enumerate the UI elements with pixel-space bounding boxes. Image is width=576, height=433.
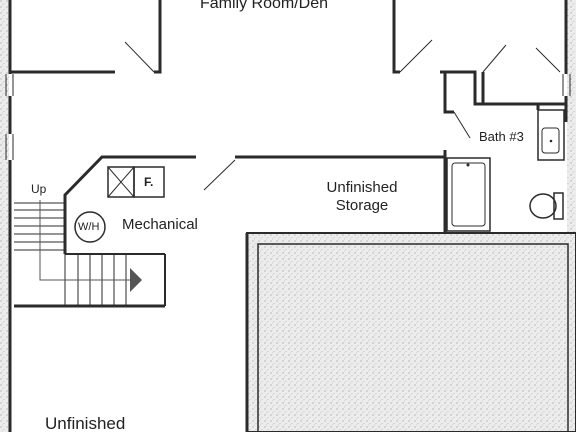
toilet-tank bbox=[553, 192, 564, 220]
room-label-unfinished: Unfinished bbox=[45, 414, 126, 433]
right-exterior-strip bbox=[567, 0, 576, 432]
left-exterior-strip bbox=[0, 0, 9, 432]
door-swings bbox=[124, 39, 561, 191]
room-label-mechanical: Mechanical bbox=[122, 216, 198, 233]
bathtub-inner bbox=[451, 162, 486, 227]
toilet-bowl bbox=[529, 193, 557, 219]
sink-drain bbox=[549, 139, 553, 143]
vanity bbox=[537, 109, 565, 161]
equipment-cross-b bbox=[107, 166, 135, 198]
sink bbox=[541, 127, 560, 154]
water-heater-label: W/H bbox=[78, 221, 100, 233]
stairs-up-label: Up bbox=[31, 182, 47, 196]
stair-direction-arrow bbox=[130, 268, 142, 292]
tub-drain bbox=[466, 163, 470, 167]
slab-inner-frame bbox=[257, 243, 569, 432]
exterior-walls bbox=[8, 0, 568, 432]
window-marks bbox=[5, 74, 571, 160]
bathtub bbox=[446, 157, 491, 232]
room-label-family-room: Family Room/Den bbox=[200, 0, 329, 12]
water-heater-circle bbox=[74, 211, 106, 243]
room-label-unfinished-storage: Unfinished Storage bbox=[326, 179, 398, 214]
stairs bbox=[14, 200, 166, 306]
furnace-box bbox=[133, 166, 165, 198]
room-label-bath3: Bath #3 bbox=[479, 129, 524, 144]
slab-region bbox=[246, 232, 576, 432]
furnace-label: F. bbox=[144, 175, 154, 189]
